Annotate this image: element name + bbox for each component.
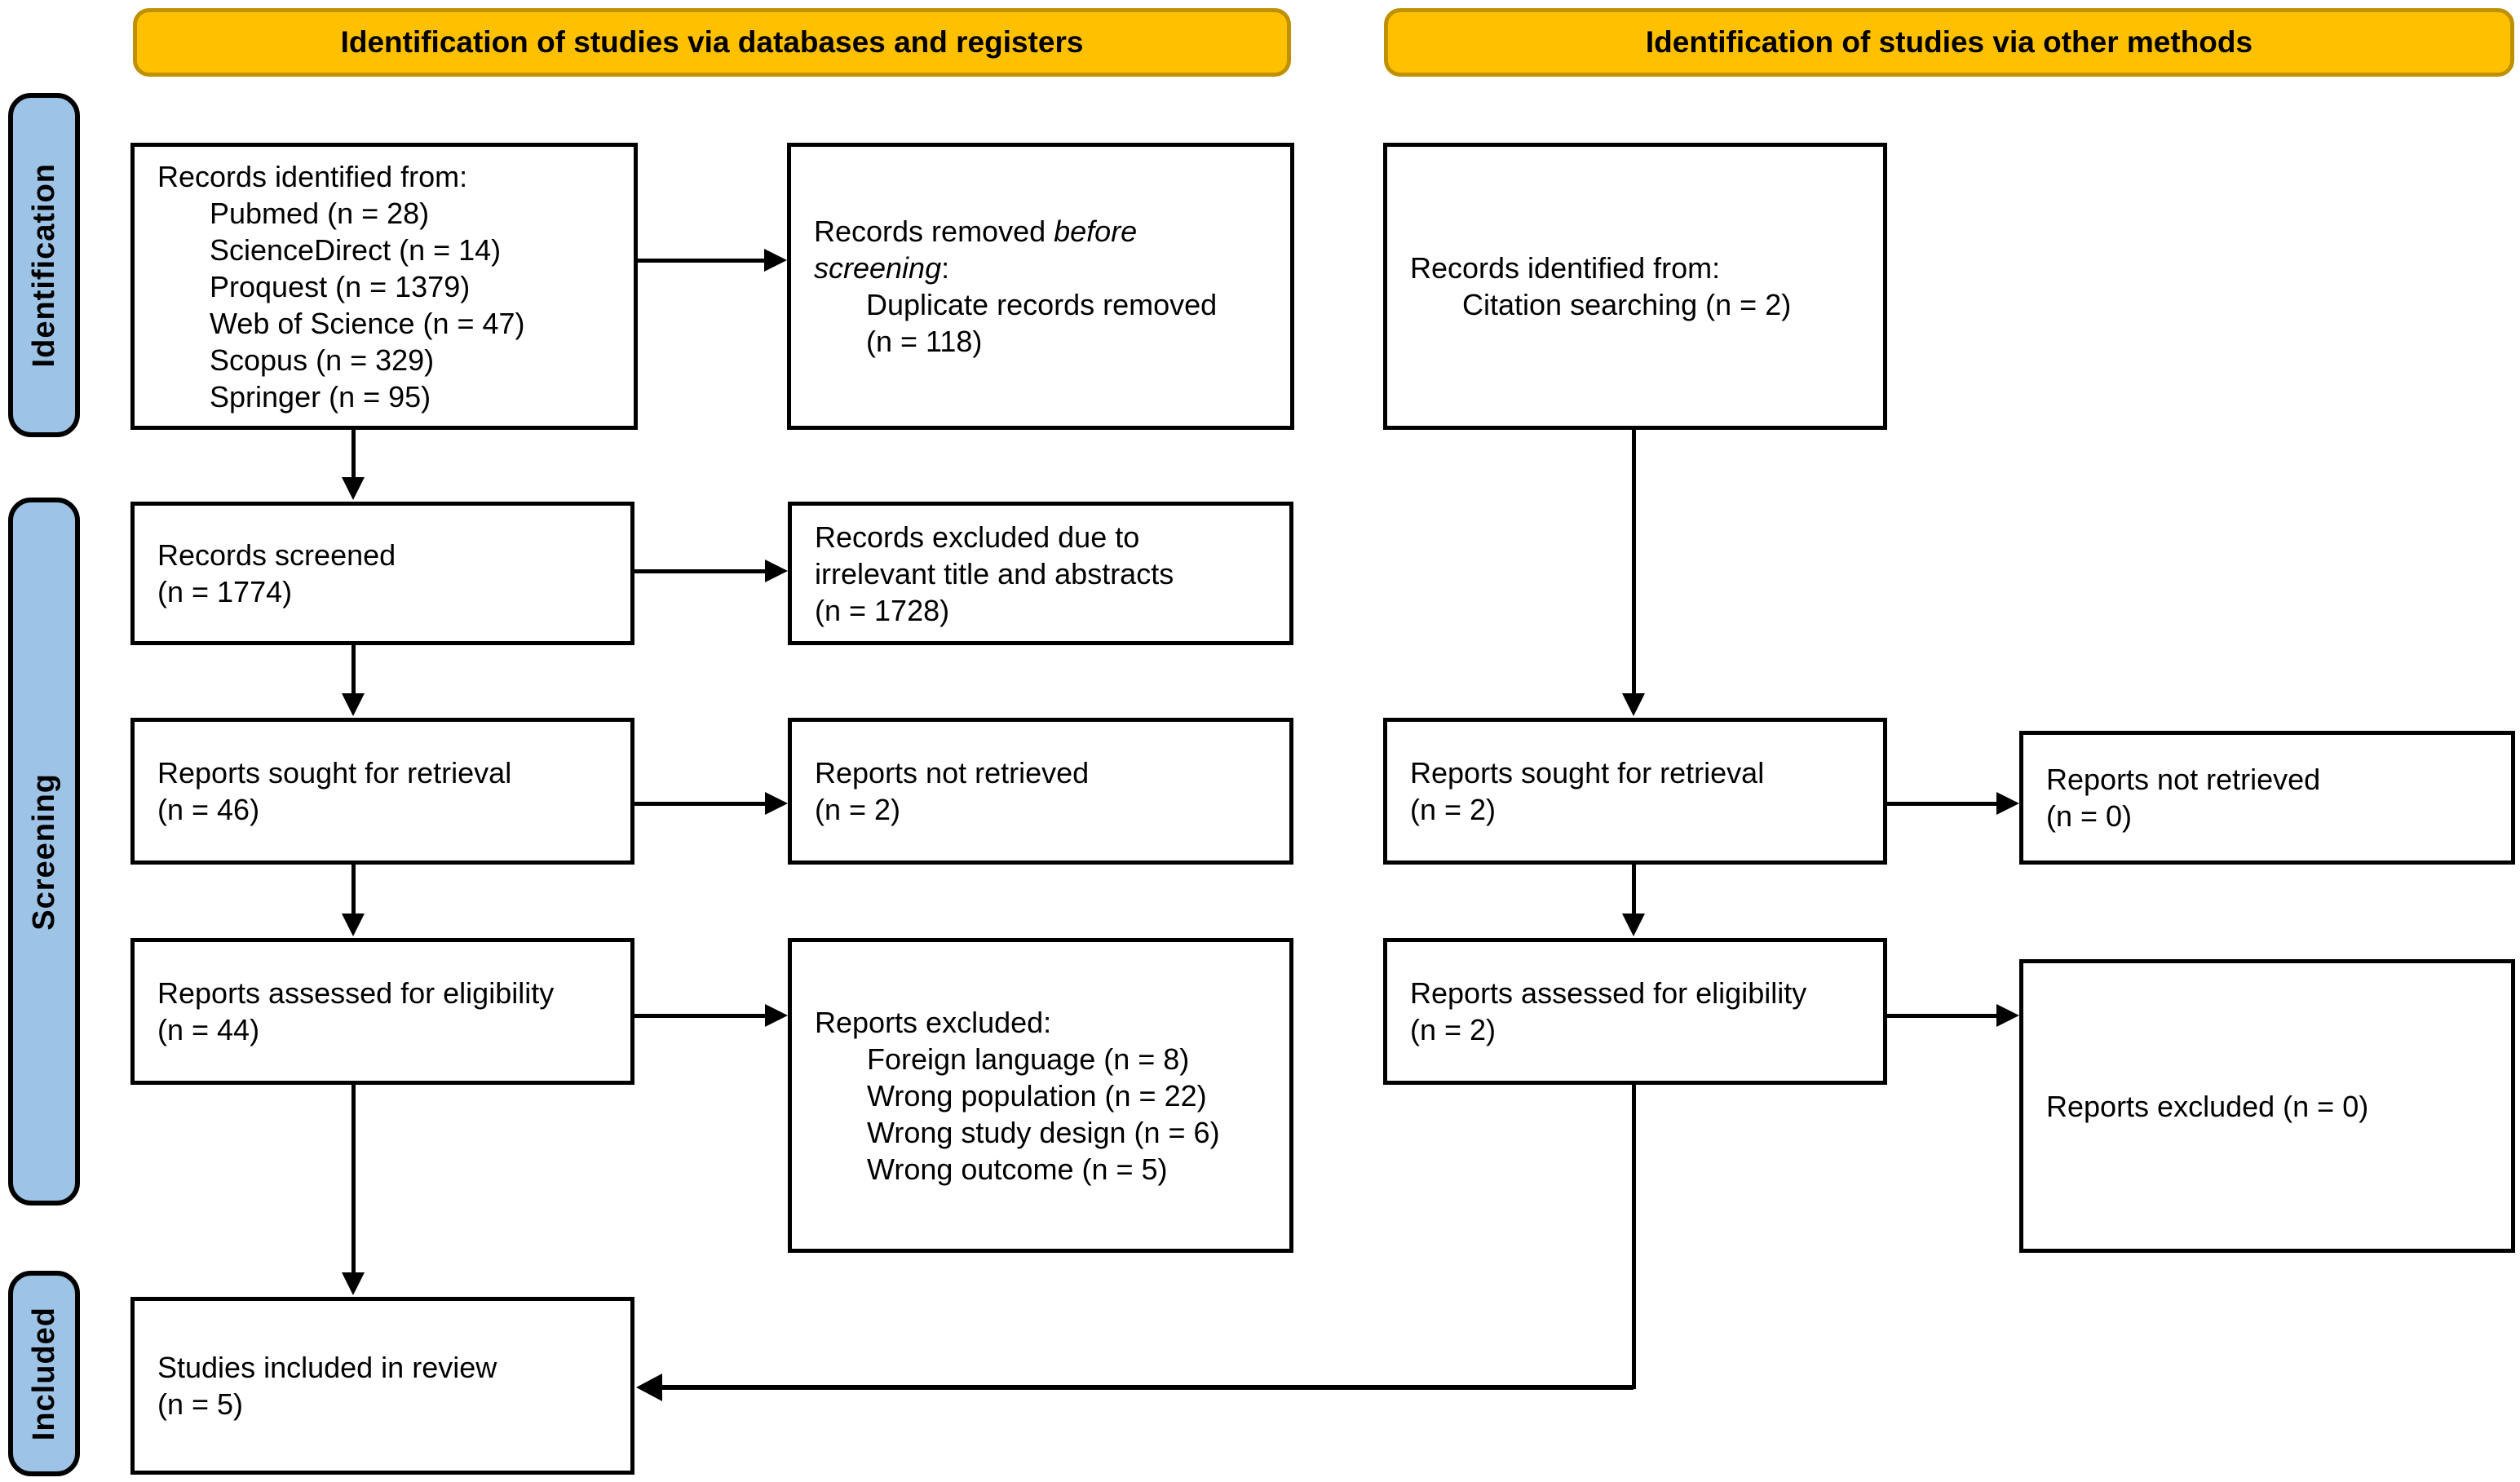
box-records-screened: Records screened (n = 1774) xyxy=(130,502,634,645)
excl-item-foreign-language: Foreign language (n = 8) xyxy=(867,1042,1190,1076)
box-records-identified: Records identified from: Pubmed (n = 28)… xyxy=(130,143,638,430)
box-title-line2: screening: xyxy=(814,250,1275,286)
arrow-assessed-other-down-line xyxy=(1632,1085,1636,1389)
db-item-proquest: Proquest (n = 1379) xyxy=(210,269,471,303)
arrow-identified-to-screened-line xyxy=(351,430,356,477)
assessed-other-count: (n = 2) xyxy=(1410,1013,1497,1046)
arrow-citation-to-sought-head xyxy=(1622,693,1645,716)
removed-italic-1: before xyxy=(1054,215,1138,248)
not-retrieved-count: (n = 2) xyxy=(815,793,901,826)
box-studies-included: Studies included in review (n = 5) xyxy=(130,1297,634,1475)
arrow-identified-to-screened-head xyxy=(342,477,365,500)
removed-item-count: (n = 118) xyxy=(866,325,983,358)
citation-item: Citation searching (n = 2) xyxy=(1462,288,1792,321)
db-item-scopus: Scopus (n = 329) xyxy=(210,343,435,377)
removed-italic-2: screening xyxy=(814,251,942,285)
sought-count: (n = 46) xyxy=(157,793,260,826)
sought-other-count: (n = 2) xyxy=(1410,793,1497,826)
box-title: Reports excluded: xyxy=(815,1005,1052,1039)
arrow-assessed-to-excludedlist-head xyxy=(765,1004,788,1027)
not-retrieved-other-count: (n = 0) xyxy=(2046,799,2133,833)
not-retrieved-line1: Reports not retrieved xyxy=(815,756,1090,790)
arrow-sought-to-notretrieved-line xyxy=(634,802,765,806)
box-reports-sought: Reports sought for retrieval (n = 46) xyxy=(130,718,634,865)
box-reports-not-retrieved: Reports not retrieved (n = 2) xyxy=(788,718,1293,865)
removed-suffix: : xyxy=(941,251,950,285)
box-records-excluded: Records excluded due to irrelevant title… xyxy=(788,502,1293,645)
db-item-pubmed: Pubmed (n = 28) xyxy=(210,196,430,230)
arrow-sought-to-assessed-head xyxy=(342,914,365,936)
excl-item-wrong-population: Wrong population (n = 22) xyxy=(867,1078,1207,1113)
banner-other-methods: Identification of studies via other meth… xyxy=(1384,8,2514,77)
banner-other-label: Identification of studies via other meth… xyxy=(1645,25,2253,59)
arrow-screened-to-excluded-head xyxy=(765,560,788,582)
arrow-assessed-other-to-excluded-line xyxy=(1887,1014,1996,1018)
box-title: Records identified from: xyxy=(157,159,468,193)
screened-count: (n = 1774) xyxy=(157,575,293,608)
banner-databases-label: Identification of studies via databases … xyxy=(340,25,1084,59)
arrow-sought-other-to-notretrieved-line xyxy=(1887,802,1996,806)
box-title-line1: Records removed before xyxy=(814,213,1275,250)
stage-screening: Screening xyxy=(8,498,80,1206)
db-item-webofscience: Web of Science (n = 47) xyxy=(210,306,525,340)
assessed-other-line1: Reports assessed for eligibility xyxy=(1410,976,1807,1010)
arrow-screened-to-excluded-line xyxy=(634,569,765,573)
box-reports-sought-other: Reports sought for retrieval (n = 2) xyxy=(1383,718,1887,865)
stage-identification-label: Identification xyxy=(26,162,61,368)
arrow-other-to-included-line xyxy=(661,1385,1634,1390)
arrow-other-to-included-head xyxy=(636,1374,662,1401)
excluded-other-line1: Reports excluded (n = 0) xyxy=(2046,1089,2369,1123)
arrow-sought-other-to-assessed-line xyxy=(1632,865,1636,914)
excl-item-wrong-study-design: Wrong study design (n = 6) xyxy=(867,1115,1220,1149)
arrow-assessed-to-included-head xyxy=(342,1272,365,1295)
arrow-screened-to-sought-head xyxy=(342,693,365,716)
included-line1: Studies included in review xyxy=(157,1351,497,1384)
db-item-springer: Springer (n = 95) xyxy=(210,379,431,414)
box-reports-assessed: Reports assessed for eligibility (n = 44… xyxy=(130,938,634,1085)
stage-screening-label: Screening xyxy=(26,772,61,931)
assessed-line1: Reports assessed for eligibility xyxy=(157,976,555,1010)
assessed-count: (n = 44) xyxy=(157,1013,260,1046)
sought-other-line1: Reports sought for retrieval xyxy=(1410,756,1765,790)
removed-item-duplicates: Duplicate records removed xyxy=(866,288,1218,321)
stage-included-label: Included xyxy=(26,1306,61,1441)
arrow-sought-other-to-notretrieved-head xyxy=(1996,792,2019,815)
not-retrieved-other-line1: Reports not retrieved xyxy=(2046,763,2321,796)
box-title: Records identified from: xyxy=(1410,251,1721,285)
box-reports-not-retrieved-other: Reports not retrieved (n = 0) xyxy=(2019,731,2515,865)
banner-databases-registers: Identification of studies via databases … xyxy=(133,8,1291,77)
excl-item-wrong-outcome: Wrong outcome (n = 5) xyxy=(867,1152,1168,1186)
db-item-sciencedirect: ScienceDirect (n = 14) xyxy=(210,232,502,267)
included-count: (n = 5) xyxy=(157,1387,244,1421)
arrow-citation-to-sought-line xyxy=(1632,430,1636,693)
stage-identification: Identification xyxy=(8,93,80,437)
arrow-sought-other-to-assessed-head xyxy=(1622,914,1645,936)
arrow-assessed-to-included-line xyxy=(351,1085,356,1272)
excluded-line1: Records excluded due to xyxy=(815,520,1140,554)
sought-line1: Reports sought for retrieval xyxy=(157,756,512,790)
stage-included: Included xyxy=(8,1271,80,1476)
box-records-removed: Records removed before screening: Duplic… xyxy=(787,143,1294,430)
arrow-identified-to-removed-head xyxy=(764,249,787,272)
arrow-screened-to-sought-line xyxy=(351,644,356,693)
box-reports-excluded-list: Reports excluded: Foreign language (n = … xyxy=(788,938,1293,1253)
excluded-line2: irrelevant title and abstracts xyxy=(815,556,1174,591)
arrow-sought-to-assessed-line xyxy=(351,865,356,914)
removed-prefix: Records removed xyxy=(814,215,1054,248)
arrow-identified-to-removed-line xyxy=(638,259,764,263)
box-reports-excluded-other: Reports excluded (n = 0) xyxy=(2019,959,2515,1253)
box-citation-identified: Records identified from: Citation search… xyxy=(1383,143,1887,430)
screened-line1: Records screened xyxy=(157,538,396,572)
arrow-assessed-other-to-excluded-head xyxy=(1996,1004,2019,1027)
box-reports-assessed-other: Reports assessed for eligibility (n = 2) xyxy=(1383,938,1887,1085)
arrow-assessed-to-excludedlist-line xyxy=(634,1014,765,1018)
arrow-sought-to-notretrieved-head xyxy=(765,792,788,815)
excluded-count: (n = 1728) xyxy=(815,593,950,627)
